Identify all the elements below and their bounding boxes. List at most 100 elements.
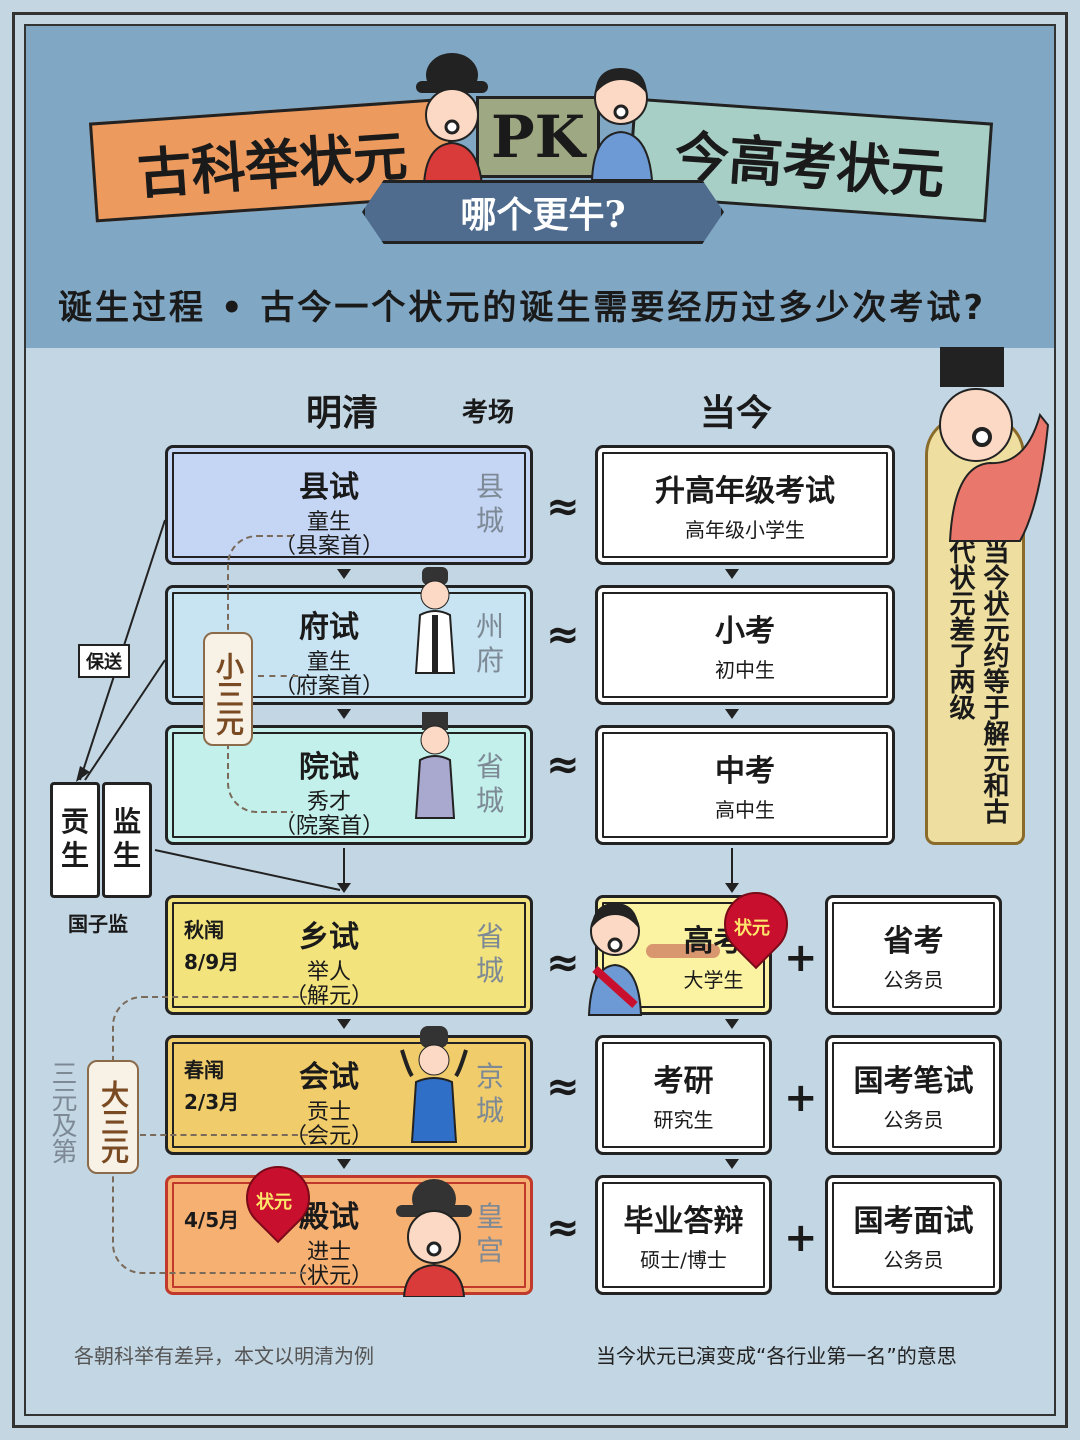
plus-symbol: +	[784, 1215, 818, 1261]
exam-place: 省城	[476, 750, 505, 817]
exam-name: 府试	[299, 610, 359, 645]
flow-line	[731, 848, 733, 886]
dasanyuan-connector	[140, 1134, 308, 1136]
exam-honor: （府案首）	[273, 674, 384, 699]
modern-exam-zhongkao: 中考高中生	[595, 725, 895, 845]
approx-symbol: ≈	[546, 484, 580, 530]
exam-name: 小考	[715, 614, 775, 649]
champion-badge: 状元	[256, 1192, 292, 1213]
note-text: 当今状元约等于解元和古代状元差了两级	[945, 538, 1009, 824]
baosong-label: 保送	[78, 644, 130, 678]
exam-name: 乡试	[299, 920, 359, 955]
modern-exam-defense: 毕业答辩硕士/博士	[595, 1175, 772, 1295]
exam-place: 省城	[476, 920, 505, 987]
jiansheng-scroll: 监生	[102, 782, 152, 898]
exam-title: 进士	[306, 1240, 351, 1265]
champion-badge: 状元	[734, 918, 770, 939]
footer-note-left: 各朝科举有差异，本文以明清为例	[74, 1344, 374, 1368]
exam-honor: （会元）	[284, 1124, 373, 1149]
xiaosanyuan-tag: 小三元	[203, 632, 253, 746]
flow-line	[343, 848, 345, 886]
exam-place: 皇宫	[476, 1200, 505, 1267]
column-modern: 当今	[700, 392, 773, 434]
approx-symbol: ≈	[546, 742, 580, 788]
exam-name: 会试	[299, 1060, 359, 1095]
approx-symbol: ≈	[546, 940, 580, 986]
exam-name: 县试	[299, 470, 359, 505]
exam-who: 初中生	[715, 658, 775, 682]
plus-symbol: +	[784, 935, 818, 981]
exam-who: 高年级小学生	[685, 518, 805, 542]
highlight-mark	[646, 944, 720, 958]
exam-who: 研究生	[653, 1108, 714, 1132]
exam-name: 升高年级考试	[655, 474, 835, 509]
exam-name: 院试	[299, 750, 359, 785]
exam-name: 毕业答辩	[623, 1204, 744, 1239]
flow-arrow	[337, 883, 351, 893]
modern-exam-xiaokao: 小考初中生	[595, 585, 895, 705]
exam-season: 春闱 2/3月	[184, 1054, 239, 1118]
civil-exam-provincial: 省考公务员	[825, 895, 1002, 1015]
exam-palace: 4/5月 殿试 进士 （状元） 皇宫	[165, 1175, 533, 1295]
column-venue: 考场	[462, 398, 515, 428]
exam-title: 秀才	[306, 790, 351, 815]
exam-title: 举人	[306, 960, 351, 985]
exam-season: 秋闱 8/9月	[184, 914, 239, 978]
flow-arrow	[337, 1019, 351, 1029]
flow-arrow	[337, 709, 351, 719]
flow-arrow	[725, 1019, 739, 1029]
season-month: 2/3月	[184, 1090, 240, 1114]
ancient-banner-text: 古科举状元	[135, 123, 410, 206]
plus-symbol: +	[784, 1075, 818, 1121]
season-month: 8/9月	[184, 950, 240, 974]
ancient-scholar-icon	[416, 53, 488, 185]
student-champion-icon	[587, 903, 643, 1016]
exam-honor: （院案首）	[273, 814, 384, 839]
question-heading: 诞生过程 • 古今一个状元的诞生需要经历过多少次考试?	[58, 288, 987, 328]
season-month: 4/5月	[184, 1208, 240, 1232]
xiaosanyuan-connector	[258, 675, 298, 677]
outer-frame	[12, 12, 1068, 1428]
exam-title: 童生	[306, 650, 351, 675]
exam-who: 大学生	[683, 968, 744, 992]
exam-who: 公务员	[883, 968, 944, 992]
modern-exam-kaoyan: 考研研究生	[595, 1035, 772, 1155]
exam-title: 贡士	[306, 1100, 351, 1125]
exam-name: 国考笔试	[853, 1064, 974, 1099]
exam-name: 中考	[715, 754, 775, 789]
exam-name: 国考面试	[853, 1204, 974, 1239]
flow-arrow	[337, 1159, 351, 1169]
pk-badge: PK	[476, 96, 600, 178]
season-name: 春闱	[184, 1058, 224, 1082]
civil-exam-written: 国考笔试公务员	[825, 1035, 1002, 1155]
modern-exam-grade: 升高年级考试高年级小学生	[595, 445, 895, 565]
flow-arrow	[725, 569, 739, 579]
flow-arrow	[337, 569, 351, 579]
dasanyuan-tag: 大三元	[87, 1060, 139, 1174]
exam-place: 州府	[476, 610, 505, 677]
inner-frame	[24, 24, 1056, 1416]
exam-who: 公务员	[883, 1108, 944, 1132]
gongsheng-scroll: 贡生	[50, 782, 100, 898]
season-name: 秋闱	[184, 918, 224, 942]
exam-name: 省考	[883, 924, 944, 959]
subtitle-text: 哪个更牛?	[460, 194, 626, 236]
exam-name: 考研	[653, 1064, 714, 1099]
modern-banner-text: 今高考状元	[672, 123, 947, 206]
approx-symbol: ≈	[546, 1064, 580, 1110]
exam-title: 童生	[306, 510, 351, 535]
subtitle-banner: 哪个更牛?	[362, 180, 724, 244]
guozijian-label: 国子监	[68, 912, 128, 936]
flow-arrow	[725, 1159, 739, 1169]
civil-exam-interview: 国考面试公务员	[825, 1175, 1002, 1295]
footer-note-right: 当今状元已演变成“各行业第一名”的意思	[596, 1344, 957, 1368]
exam-place: 县城	[476, 470, 505, 537]
exam-place: 京城	[476, 1060, 505, 1127]
exam-who: 硕士/博士	[640, 1248, 727, 1272]
pointing-scholar-icon	[939, 347, 1050, 542]
flow-arrow	[725, 709, 739, 719]
exam-who: 公务员	[883, 1248, 944, 1272]
pk-text: PK	[490, 103, 586, 171]
approx-symbol: ≈	[546, 1205, 580, 1251]
